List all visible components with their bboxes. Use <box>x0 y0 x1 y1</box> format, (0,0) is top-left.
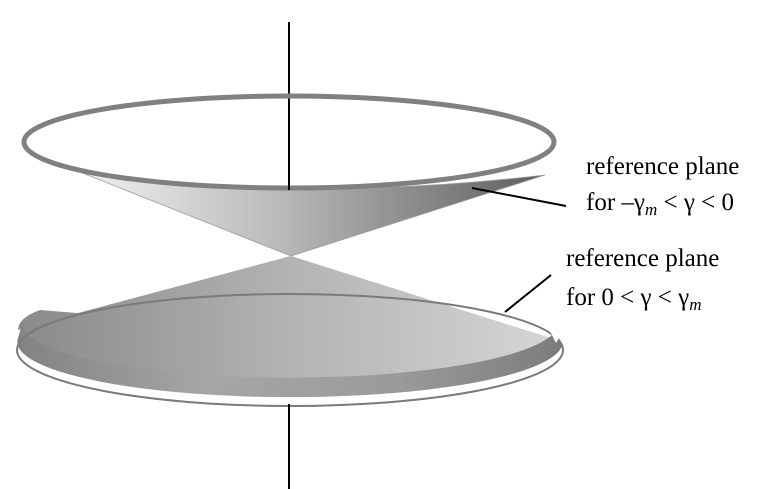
lower-leader-line <box>504 274 552 313</box>
upper-label-rest: < γ < 0 <box>657 189 734 216</box>
upper-label-subscript: m <box>644 200 658 219</box>
upper-label-line2: for –γm < γ < 0 <box>586 188 734 218</box>
upper-label-line1: reference plane <box>586 153 740 180</box>
lower-label-prefix: for 0 < γ < γ <box>566 284 690 311</box>
lower-label-subscript: m <box>689 295 702 314</box>
lower-label-line1: reference plane <box>566 245 720 272</box>
upper-leader-line <box>471 187 567 207</box>
lower-cone-body <box>19 256 561 396</box>
base-notch <box>548 327 562 343</box>
lower-label-line2: for 0 < γ < γm <box>566 283 701 313</box>
lower-base-rim <box>17 325 562 398</box>
upper-label-prefix: for –γ <box>586 189 645 216</box>
